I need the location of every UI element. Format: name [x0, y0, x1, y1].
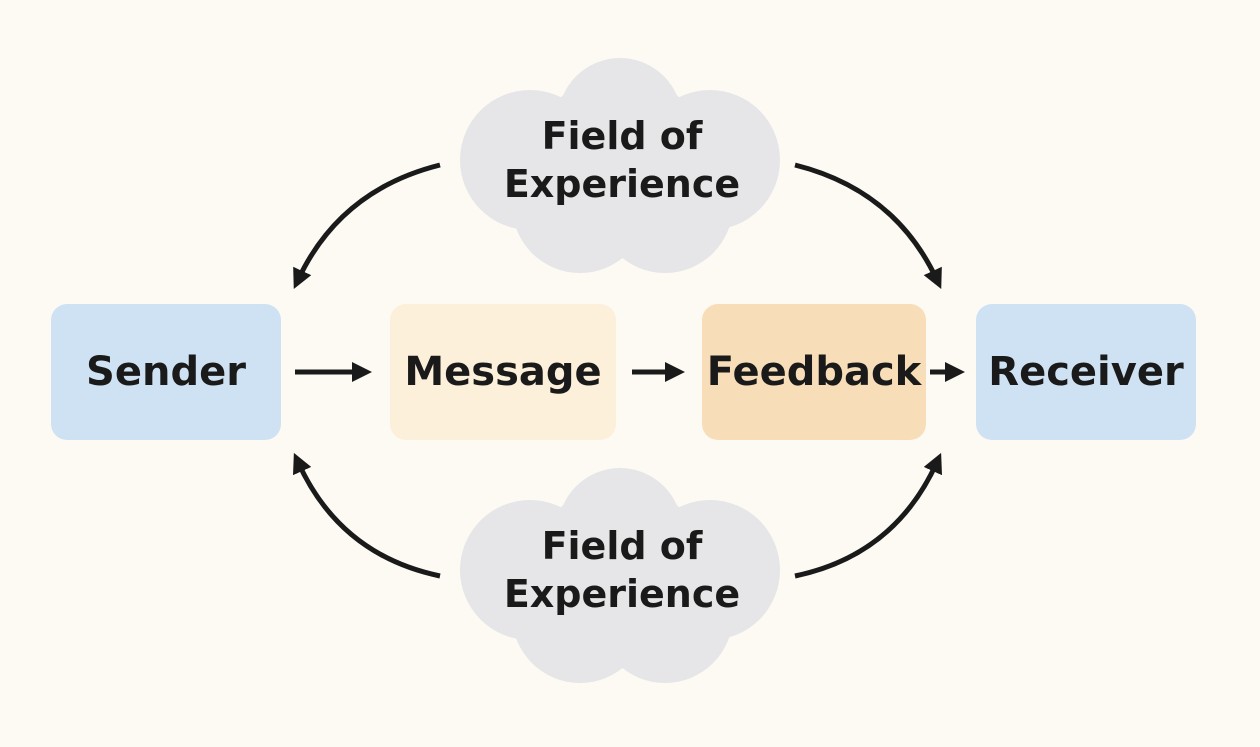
- node-message: Message: [390, 304, 616, 440]
- cloud-bottom-shape: [460, 468, 780, 683]
- node-sender-label: Sender: [86, 349, 246, 395]
- arrow-top-cloud-to-receiver: [794, 162, 942, 290]
- cloud-top-label: Field of Experience: [462, 112, 782, 208]
- node-receiver: Receiver: [976, 304, 1196, 440]
- cloud-top-line1: Field of: [541, 114, 703, 158]
- cloud-bottom-line1: Field of: [541, 524, 703, 568]
- node-feedback-label: Feedback: [706, 349, 922, 395]
- arrow-bottom-cloud-to-sender: [293, 452, 441, 579]
- arrow-bottom-cloud-to-receiver: [794, 452, 942, 579]
- cloud-top-line2: Experience: [503, 162, 741, 206]
- cloud-bottom-label: Field of Experience: [462, 522, 782, 618]
- cloud-bottom-line2: Experience: [503, 572, 741, 616]
- node-sender: Sender: [51, 304, 281, 440]
- arrow-top-cloud-to-sender: [293, 162, 441, 290]
- node-message-label: Message: [404, 349, 602, 395]
- cloud-top-shape: [460, 58, 780, 273]
- node-receiver-label: Receiver: [988, 349, 1184, 395]
- node-feedback: Feedback: [702, 304, 926, 440]
